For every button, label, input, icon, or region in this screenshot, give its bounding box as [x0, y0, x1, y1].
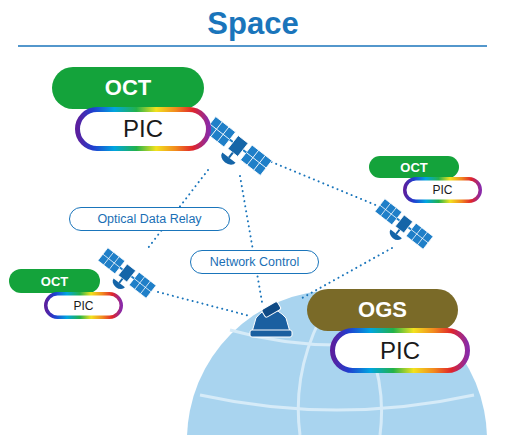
node-text: OCT: [105, 77, 151, 99]
node-text: OCT: [400, 161, 427, 174]
link-label: Optical Data Relay: [69, 207, 230, 231]
title: Space: [0, 8, 506, 39]
node-text: PIC: [123, 117, 163, 141]
node-text: PIC: [380, 339, 420, 363]
oct-pill: OCT: [9, 269, 100, 293]
ogs-pill: OGS: [307, 289, 458, 331]
node-text: OCT: [41, 275, 68, 288]
title-rule: [18, 45, 487, 47]
oct-pill: OCT: [52, 67, 204, 109]
node-text: PIC: [432, 184, 452, 196]
link-label: Network Control: [190, 250, 319, 274]
node-text: PIC: [73, 300, 93, 312]
pic-pill: PIC: [75, 107, 211, 151]
node-text: Network Control: [210, 256, 300, 269]
satellite: [369, 199, 433, 257]
oct-pill: OCT: [369, 156, 459, 178]
pic-pill: PIC: [403, 177, 482, 203]
node-text: OGS: [358, 299, 407, 321]
pic-pill: PIC: [330, 328, 470, 373]
node-text: Optical Data Relay: [97, 213, 201, 226]
pic-pill: PIC: [44, 292, 123, 319]
ground-station: [250, 301, 292, 337]
